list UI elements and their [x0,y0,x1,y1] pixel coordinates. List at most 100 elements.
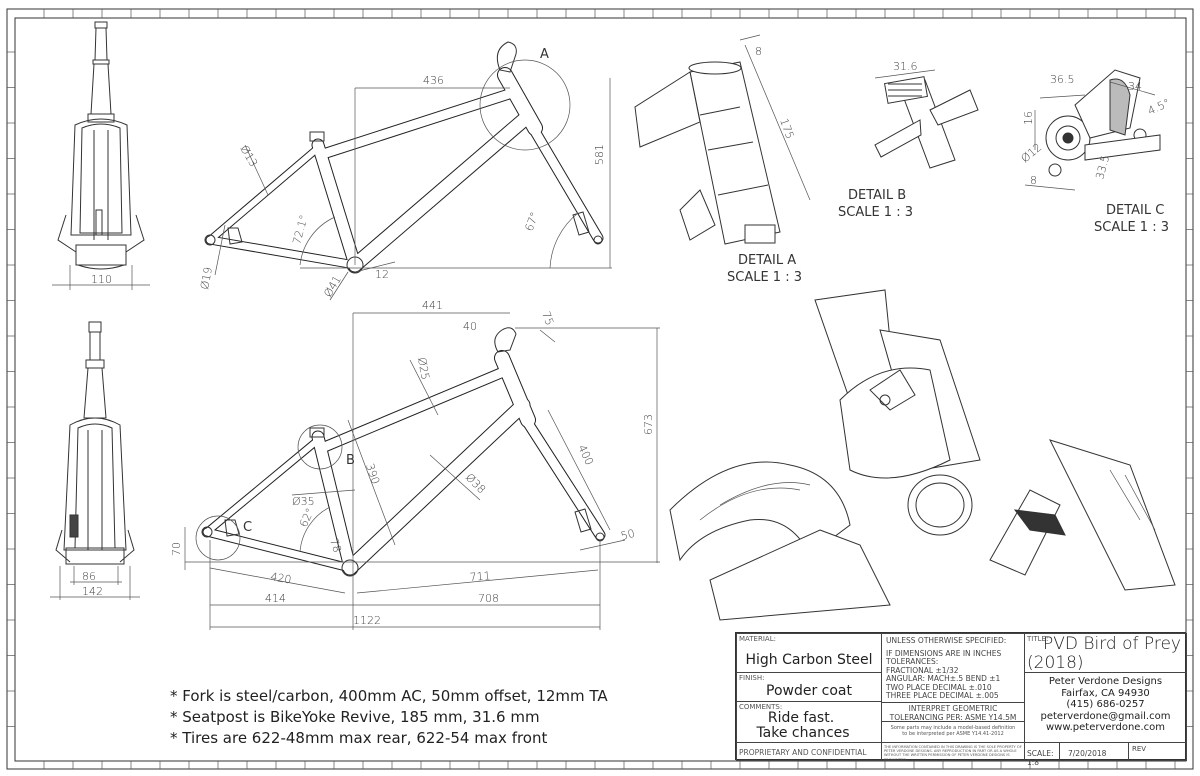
tolerance-line: FRACTIONAL ±1/32 [886,665,959,675]
detail-b-drawing [874,69,979,169]
title-line-2: (2018) [1027,653,1084,673]
title-cell: TITLE: PVD Bird of Prey (2018) [1024,633,1187,673]
detail-a-drawing [634,34,811,245]
finish-value: Powder coat [766,683,852,699]
detail-a-scale: SCALE 1 : 3 [727,270,802,285]
rev-cell: REV [1128,742,1187,761]
front-view-bottom [50,321,140,600]
dim-seattube-length: 390 [363,462,382,486]
comments-line-2: Take chances [756,725,850,741]
dim-wheelbase: 1122 [353,614,381,627]
title-block: MATERIAL: High Carbon Steel FINISH: Powd… [735,632,1187,767]
dim-stem-length: 75 [539,310,556,328]
dim-downtube-dia: Ø38 [463,471,488,496]
comments-label: COMMENTS: [739,703,783,711]
finish-cell: FINISH: Powder coat [736,672,882,702]
dim-front-width-inner: 86 [82,570,96,583]
dim-bb-dia: Ø41 [321,273,344,299]
comments-line-1: Ride fast. [767,710,835,726]
dim-front-diagonal: 711 [469,569,491,584]
notes: * Fork is steel/carbon, 400mm AC, 50mm o… [170,686,608,749]
dim-fork-offset: 50 [619,527,636,543]
drawing-title: PVD Bird of Prey (2018) [1027,634,1181,673]
company-city: Fairfax, CA 94930 [1061,687,1150,699]
detail-a-marker: A [540,47,549,62]
tolerance-line: TWO PLACE DECIMAL ±.010 [886,682,992,692]
note-tires: * Tires are 622-48mm max rear, 622-54 ma… [170,729,548,747]
material-label: MATERIAL: [739,635,776,643]
detail-c-dia: Ø12 [1019,141,1045,166]
company-website: www.peterverdone.com [1046,722,1165,733]
dim-seattube-dia: Ø35 [292,495,315,508]
detail-a-dim-length: 175 [777,117,796,141]
tolerances-cell: UNLESS OTHERWISE SPECIFIED: IF DIMENSION… [881,633,1025,703]
dim-stack-2: 673 [642,414,655,435]
dim-bb-offset: 78 [327,537,344,554]
isometric-bb-view [669,289,981,621]
detail-b-dim: 31.6 [893,60,918,73]
dim-bb-drop: 12 [375,268,389,281]
dim-front-width: 110 [91,273,112,286]
detail-c-dim2: 34 [1128,80,1142,93]
detail-a-title: DETAIL A [738,253,796,268]
material-value: High Carbon Steel [745,652,873,668]
title-line-1: PVD Bird of Prey [1043,634,1181,654]
detail-b-title: DETAIL B [848,188,906,203]
dim-head-angle: 67° [523,210,542,233]
detail-c-angle: 4.5° [1146,96,1172,118]
date-cell: 7/20/2018 [1059,742,1129,761]
detail-c-title: DETAIL C [1106,203,1164,218]
dim-fork-length: 400 [575,443,596,468]
tolerance-line: ANGULAR: MACH±.5 BEND ±1 [886,674,1001,683]
frame-side-view-top [204,41,604,274]
dim-reach: 436 [423,74,444,87]
property-note: THE INFORMATION CONTAINED IN THIS DRAWIN… [881,742,1025,762]
tolerance-line: IF DIMENSIONS ARE IN INCHES [886,648,1002,658]
dim-chainstay-dia: Ø19 [198,266,215,291]
detail-c-dim1: 36.5 [1050,73,1075,86]
interpret-line-1: INTERPRET GEOMETRIC [908,704,998,713]
company-name: Peter Verdone Designs [1048,676,1163,687]
dimensions-bottom [184,312,660,630]
interpret-cell: INTERPRET GEOMETRIC TOLERANCING PER: ASM… [881,702,1025,722]
company-phone: (415) 686-0257 [1066,699,1145,710]
finish-label: FINISH: [739,674,765,682]
detail-c-drawing [1024,69,1161,191]
title-label: TITLE: [1027,635,1049,643]
company-email: peterverdone@gmail.com [1040,710,1171,722]
proprietary-label: PROPRIETARY AND CONFIDENTIAL [739,748,867,757]
dim-seat-angle-2: 62° [297,506,317,529]
model-note: Some parts may include a model-based def… [881,721,1025,743]
detail-c-dim3: 16 [1022,111,1035,125]
isometric-dropout-view [989,439,1176,591]
material-cell: MATERIAL: High Carbon Steel [736,633,882,673]
detail-b-scale: SCALE 1 : 3 [838,205,913,220]
dim-axle-height: 70 [170,542,183,556]
note-fork: * Fork is steel/carbon, 400mm AC, 50mm o… [170,687,608,705]
sheet-border [6,8,1194,770]
interpret-line-2: TOLERANCING PER: ASME Y14.5M [889,712,1017,722]
tolerance-line: THREE PLACE DECIMAL ±.005 [886,691,999,700]
detail-c-dim4: 33.5 [1093,154,1112,181]
unless-specified: UNLESS OTHERWISE SPECIFIED: [886,636,1007,645]
dim-chainstay: 420 [269,570,292,586]
dim-seatstay-dia: Ø13 [237,143,260,169]
detail-c-dim5: 8 [1030,174,1037,187]
dim-seat-angle: 72.1° [290,213,310,245]
dim-stem-rise: 40 [463,320,477,333]
dim-front-center: 708 [478,592,499,605]
front-view-top [52,21,150,290]
detail-a-dim-top: 8 [755,45,762,58]
detail-c-scale: SCALE 1 : 3 [1094,220,1169,235]
tolerance-line: TOLERANCES: [886,657,939,666]
note-seatpost: * Seatpost is BikeYoke Revive, 185 mm, 3… [170,708,540,726]
scale-cell: SCALE: 1:8 [1024,742,1060,767]
dim-reach-2: 441 [422,299,443,312]
dim-rear-center: 414 [265,592,286,605]
company-cell: Peter Verdone Designs Fairfax, CA 94930 … [1024,672,1187,743]
dim-stack: 581 [593,144,606,165]
comments-cell: COMMENTS: Ride fast. Take chances [736,701,882,743]
dim-front-width-outer: 142 [82,585,103,598]
proprietary-cell: PROPRIETARY AND CONFIDENTIAL [736,742,882,761]
